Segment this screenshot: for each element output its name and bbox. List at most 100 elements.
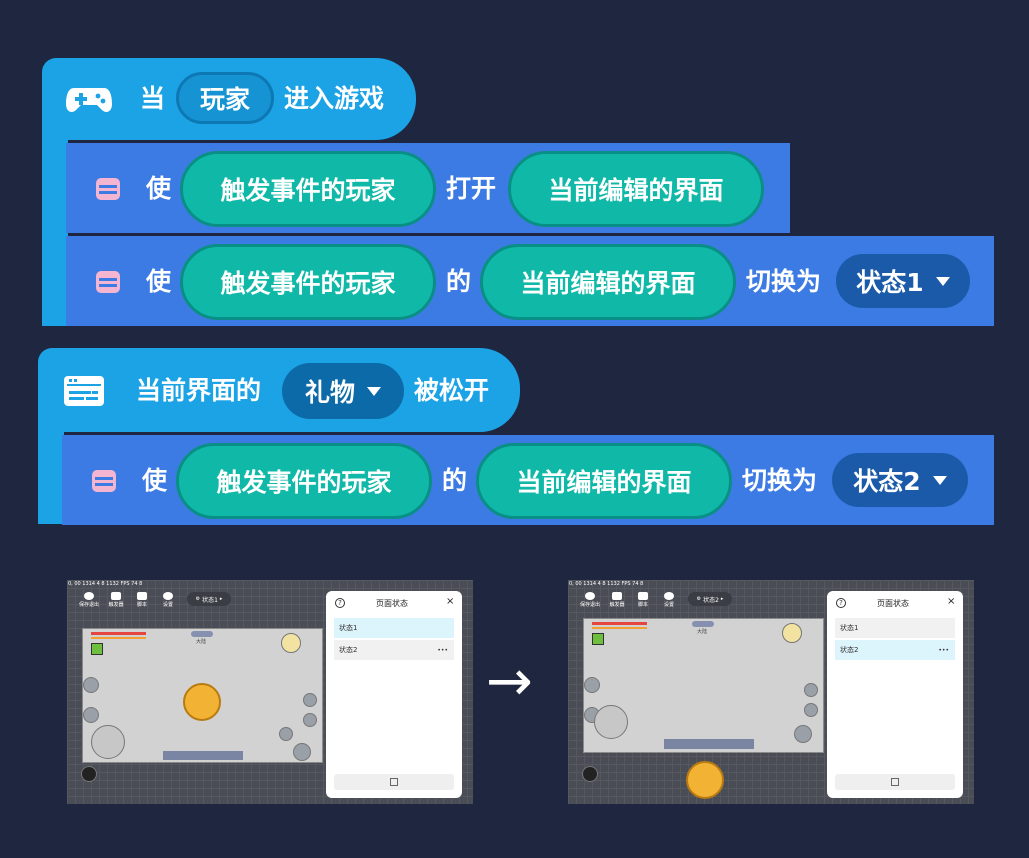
panel-title: 页面状态 bbox=[376, 599, 408, 608]
close-icon[interactable]: × bbox=[446, 596, 455, 607]
state-selector[interactable]: ⚙ 状态2 ▸ bbox=[688, 592, 732, 606]
game-preview: 大陆 bbox=[583, 618, 824, 753]
settings-button[interactable]: 设置 bbox=[660, 592, 678, 608]
enter-game-label: 进入游戏 bbox=[284, 84, 385, 113]
left-button-1[interactable] bbox=[584, 677, 600, 693]
ui-window-icon bbox=[96, 271, 120, 293]
help-icon[interactable]: ? bbox=[836, 598, 846, 608]
of-label: 的 bbox=[446, 267, 472, 296]
gear-icon bbox=[163, 592, 173, 600]
settings-button[interactable]: 设置 bbox=[159, 592, 177, 608]
right-button-1[interactable] bbox=[303, 693, 317, 707]
current-ui-pill[interactable]: 当前编辑的界面 bbox=[480, 244, 736, 320]
panel-title: 页面状态 bbox=[877, 599, 909, 608]
ui-panel-icon bbox=[64, 376, 104, 406]
debug-topbar: 0, 00 1314 4 8 1132 FPS 74 8 bbox=[569, 581, 644, 587]
script-button[interactable]: 脚本 bbox=[133, 592, 151, 608]
left-button-1[interactable] bbox=[83, 677, 99, 693]
editor-screenshot-after: 0, 00 1314 4 8 1132 FPS 74 8 保存退出 触发器 脚本… bbox=[568, 580, 974, 804]
debug-topbar: 0, 00 1314 4 8 1132 FPS 74 8 bbox=[68, 581, 143, 587]
more-icon[interactable]: ••• bbox=[938, 646, 949, 654]
right-button-4[interactable] bbox=[293, 743, 311, 761]
make-label: 使 bbox=[142, 466, 168, 495]
game-label: 大陆 bbox=[196, 639, 207, 645]
page-state-panel: ? 页面状态 × 状态1 状态2 ••• bbox=[827, 591, 963, 798]
add-state-button[interactable] bbox=[334, 774, 454, 790]
play-button[interactable] bbox=[582, 766, 598, 782]
script-icon bbox=[638, 592, 648, 600]
more-icon[interactable]: ••• bbox=[437, 646, 448, 654]
of-label: 的 bbox=[442, 466, 468, 495]
copy-icon bbox=[390, 778, 398, 786]
trigger-icon bbox=[612, 592, 622, 600]
trigger-player-pill[interactable]: 触发事件的玩家 bbox=[176, 443, 432, 519]
save-exit-button[interactable]: 保存退出 bbox=[580, 592, 600, 608]
chevron-down-icon bbox=[932, 475, 947, 485]
state-selector[interactable]: ⚙ 状态1 ▸ bbox=[187, 592, 231, 606]
block1-spine bbox=[42, 120, 68, 326]
caret-right-icon: ▸ bbox=[720, 596, 724, 602]
current-ui-pill[interactable]: 当前编辑的界面 bbox=[476, 443, 732, 519]
open-label: 打开 bbox=[446, 174, 497, 203]
back-arrow-icon bbox=[84, 592, 94, 600]
switch-to-label: 切换为 bbox=[742, 466, 818, 495]
state-dropdown[interactable]: 状态1 bbox=[836, 254, 970, 308]
script-button[interactable]: 脚本 bbox=[634, 592, 652, 608]
block2-event-hat[interactable]: 当前界面的 礼物 被松开 bbox=[38, 348, 520, 432]
state-selector-icon: ⚙ bbox=[696, 596, 702, 602]
state-dropdown-value: 状态2 bbox=[853, 467, 921, 496]
left-button-2[interactable] bbox=[83, 707, 99, 723]
close-icon[interactable]: × bbox=[947, 596, 956, 607]
avatar bbox=[91, 643, 103, 655]
compass-button[interactable] bbox=[281, 633, 301, 653]
caret-right-icon: ▸ bbox=[219, 596, 223, 602]
gift-button[interactable] bbox=[686, 761, 724, 799]
compass-button[interactable] bbox=[782, 623, 802, 643]
health-bar bbox=[91, 632, 146, 635]
joystick[interactable] bbox=[91, 725, 125, 759]
game-preview: 大陆 bbox=[82, 628, 323, 763]
state-item-1[interactable]: 状态1 bbox=[835, 618, 955, 638]
energy-bar bbox=[592, 627, 647, 629]
add-state-button[interactable] bbox=[835, 774, 955, 790]
current-ui-pill[interactable]: 当前编辑的界面 bbox=[508, 151, 764, 227]
trigger-button[interactable]: 触发器 bbox=[608, 592, 626, 608]
state-dropdown-value: 状态1 bbox=[856, 268, 924, 297]
gamepad-icon bbox=[66, 88, 112, 112]
joystick[interactable] bbox=[594, 705, 628, 739]
state-item-2[interactable]: 状态2 ••• bbox=[835, 640, 955, 660]
trigger-icon bbox=[111, 592, 121, 600]
right-button-2[interactable] bbox=[804, 703, 818, 717]
editor-screenshot-before: 0, 00 1314 4 8 1132 FPS 74 8 保存退出 触发器 脚本… bbox=[67, 580, 473, 804]
help-icon[interactable]: ? bbox=[335, 598, 345, 608]
back-arrow-icon bbox=[585, 592, 595, 600]
gear-icon bbox=[664, 592, 674, 600]
right-button-1[interactable] bbox=[804, 683, 818, 697]
state-item-1[interactable]: 状态1 bbox=[334, 618, 454, 638]
trigger-player-pill[interactable]: 触发事件的玩家 bbox=[180, 151, 436, 227]
save-exit-button[interactable]: 保存退出 bbox=[79, 592, 99, 608]
state-item-2[interactable]: 状态2 ••• bbox=[334, 640, 454, 660]
game-label: 大陆 bbox=[697, 629, 708, 635]
switch-state2-block[interactable]: 使 触发事件的玩家 的 当前编辑的界面 切换为 状态2 bbox=[62, 435, 994, 525]
state-dropdown[interactable]: 状态2 bbox=[832, 453, 968, 507]
switch-state1-block[interactable]: 使 触发事件的玩家 的 当前编辑的界面 切换为 状态1 bbox=[66, 236, 994, 326]
right-button-2[interactable] bbox=[303, 713, 317, 727]
trigger-player-pill[interactable]: 触发事件的玩家 bbox=[180, 244, 436, 320]
block1-event-hat[interactable]: 当 玩家 进入游戏 bbox=[42, 58, 416, 140]
play-button[interactable] bbox=[81, 766, 97, 782]
chevron-down-icon bbox=[935, 276, 950, 286]
hotbar bbox=[664, 739, 754, 749]
open-ui-block[interactable]: 使 触发事件的玩家 打开 当前编辑的界面 bbox=[66, 143, 790, 233]
gift-button[interactable] bbox=[183, 683, 221, 721]
element-dropdown[interactable]: 礼物 bbox=[282, 363, 404, 419]
chevron-down-icon bbox=[367, 386, 381, 396]
hotbar bbox=[163, 751, 243, 760]
right-button-3[interactable] bbox=[794, 725, 812, 743]
trigger-button[interactable]: 触发器 bbox=[107, 592, 125, 608]
right-button-3[interactable] bbox=[279, 727, 293, 741]
player-pill[interactable]: 玩家 bbox=[176, 72, 274, 124]
player-badge bbox=[191, 631, 213, 637]
copy-icon bbox=[891, 778, 899, 786]
ui-window-icon bbox=[96, 178, 120, 200]
